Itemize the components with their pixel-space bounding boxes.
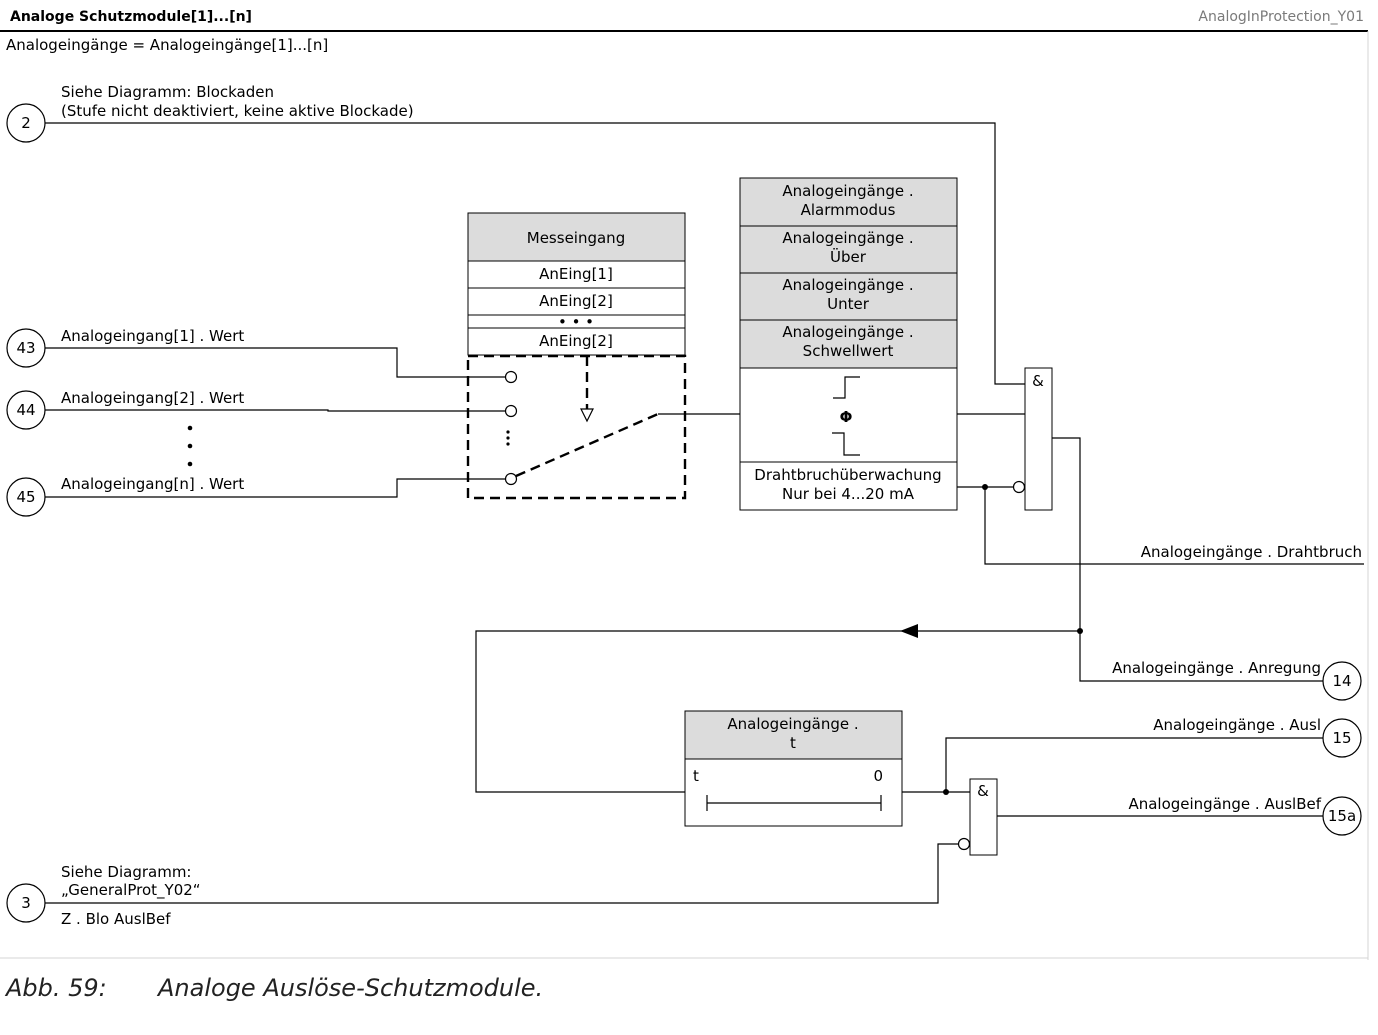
input-node-3-label: 3 (21, 894, 31, 912)
param-schwellwert-line2: Schwellwert (803, 342, 894, 360)
param-alarmmodus-box (739, 177, 958, 227)
drahtbruch-box (739, 461, 958, 511)
selector-switch-box (466, 354, 687, 500)
output-drahtbruch-label: Analogeingänge . Drahtbruch (1141, 543, 1362, 561)
general-ref-line1: Siehe Diagramm: (61, 863, 192, 881)
arrow-left-icon (900, 624, 918, 638)
and-gate-1-label: & (1032, 372, 1044, 390)
input-node-45-label: 45 (16, 488, 35, 506)
param-schwellwert-line1: Analogeingänge . (782, 323, 913, 341)
output-node-14 (1322, 661, 1362, 701)
timer-t-label: t (693, 767, 699, 785)
general-ref-line3: Z . Blo AuslBef (61, 910, 171, 928)
diagram-id: AnalogInProtection_Y01 (1198, 9, 1364, 25)
input-1-wire (45, 347, 505, 378)
mess-row-box (467, 287, 686, 316)
output-node-15a-label: 15a (1328, 807, 1356, 825)
timer-zero-label: 0 (873, 767, 883, 785)
and-gate-2-label: & (977, 782, 989, 800)
input-1-label: Analogeingang[1] . Wert (61, 327, 244, 345)
blockade-ref-line1: Siehe Diagramm: Blockaden (61, 83, 274, 101)
ellipsis-dot (187, 443, 193, 449)
mess-row-box (467, 327, 686, 356)
mess-row: AnEing[2] (539, 292, 613, 310)
switch-contact (504, 404, 518, 418)
diagram-subtitle: Analogeingänge = Analogeingänge[1]...[n] (6, 36, 328, 54)
input-node-44-label: 44 (16, 401, 35, 419)
mess-row: • • • (558, 313, 594, 331)
threshold-comparator-box (739, 367, 958, 463)
selector-arrow-icon (580, 408, 594, 423)
drahtbruch-line1: Drahtbruchüberwachung (754, 466, 941, 484)
phi-symbol: Φ (840, 408, 853, 426)
ellipsis-dot (506, 436, 510, 440)
param-ueber-line1: Analogeingänge . (782, 229, 913, 247)
input-node-43-label: 43 (16, 339, 35, 357)
input-n-label: Analogeingang[n] . Wert (61, 475, 244, 493)
input-node-2-label: 2 (21, 114, 31, 132)
rising-edge-icon (833, 376, 860, 399)
mess-header-box (467, 212, 686, 262)
timer-line2: t (790, 734, 796, 752)
diagram-title: Analoge Schutzmodule[1]...[n] (10, 9, 252, 25)
general-ref-line2: „GeneralProt_Y02“ (61, 881, 201, 900)
drahtbruch-line2: Nur bei 4...20 mA (782, 485, 915, 503)
anregung-wire (1052, 437, 1323, 682)
timer-line1: Analogeingänge . (727, 715, 858, 733)
timer-body (684, 758, 903, 827)
blockade-ref-line2: (Stufe nicht deaktiviert, keine aktive B… (61, 102, 414, 120)
input-n-wire (45, 478, 505, 498)
drahtbruch-output-wire (984, 487, 1364, 565)
inverter-bubble (1012, 480, 1026, 494)
falling-edge-icon (832, 432, 860, 456)
timer-header-box (684, 710, 903, 760)
switch-contact (504, 472, 518, 486)
input-2-wire (45, 409, 505, 412)
output-ausl-label: Analogeingänge . Ausl (1153, 716, 1321, 734)
param-ueber-box (739, 225, 958, 274)
output-anregung-label: Analogeingänge . Anregung (1112, 659, 1321, 677)
param-unter-line1: Analogeingänge . (782, 276, 913, 294)
param-alarmmodus-line1: Analogeingänge . (782, 182, 913, 200)
ausl-wire (945, 737, 1323, 792)
switch-contact (504, 370, 518, 384)
param-ueber-line2: Über (830, 247, 867, 266)
param-alarmmodus-line2: Alarmmodus (801, 201, 896, 219)
output-node-15a (1322, 796, 1362, 836)
ellipsis-dot (187, 461, 193, 467)
output-node-15-label: 15 (1332, 729, 1351, 747)
ellipsis-dot (506, 442, 510, 446)
mess-row-box (467, 260, 686, 289)
and-gate-1 (1024, 367, 1053, 511)
inverter-bubble (957, 837, 971, 851)
mess-row: AnEing[1] (539, 265, 613, 283)
figure-caption-text: Analoge Auslöse-Schutzmodule. (158, 974, 544, 1002)
output-node-15 (1322, 718, 1362, 758)
blo-auslbef-wire (45, 843, 958, 904)
input-2-label: Analogeingang[2] . Wert (61, 389, 244, 407)
logic-diagram: Analoge Schutzmodule[1]...[n] AnalogInPr… (0, 9, 1369, 960)
figure-caption: Abb. 59: Analoge Auslöse-Schutzmodule. (6, 974, 543, 1002)
mess-header: Messeingang (527, 229, 625, 247)
ellipsis-dot (187, 425, 193, 431)
output-auslbef-label: Analogeingänge . AuslBef (1128, 795, 1321, 813)
param-unter-line2: Unter (827, 295, 870, 313)
switch-lever (515, 412, 659, 478)
figure-number: Abb. 59: (6, 974, 107, 1002)
ellipsis-dot (506, 430, 510, 434)
feedback-wire (475, 630, 1080, 793)
param-unter-box (739, 272, 958, 321)
output-node-14-label: 14 (1332, 672, 1351, 690)
param-schwellwert-box (739, 319, 958, 369)
and-gate-2 (969, 778, 998, 856)
blockade-wire (45, 122, 1025, 385)
mess-row: AnEing[2] (539, 332, 613, 350)
